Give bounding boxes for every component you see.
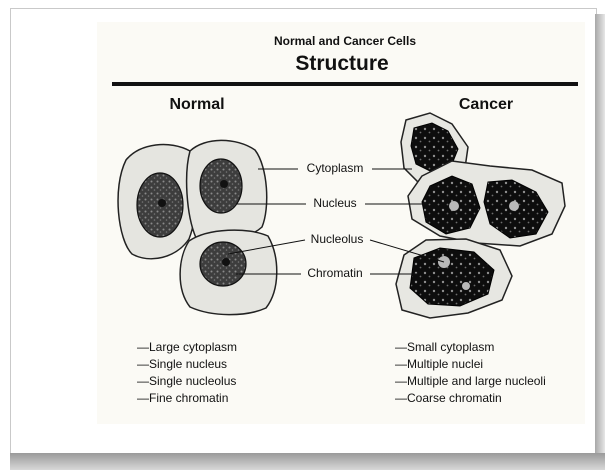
normal-cell: [118, 145, 197, 259]
nucleolus: [462, 282, 470, 290]
nucleolus: [222, 258, 230, 266]
list-item: Fine chromatin: [137, 390, 237, 407]
nucleolus: [220, 180, 228, 188]
normal-feature-list: Large cytoplasm Single nucleus Single nu…: [137, 339, 237, 407]
nucleolus: [509, 201, 519, 211]
normal-cell: [187, 140, 267, 239]
cancer-cell: [408, 161, 565, 246]
normal-cells: [118, 140, 277, 314]
nucleolus: [158, 199, 166, 207]
list-item: Large cytoplasm: [137, 339, 237, 356]
label-nucleus: Nucleus: [311, 196, 358, 210]
cancer-cells: [396, 113, 565, 318]
list-item: Small cytoplasm: [395, 339, 546, 356]
list-item: Single nucleus: [137, 356, 237, 373]
list-item: Multiple nuclei: [395, 356, 546, 373]
nucleolus: [449, 201, 459, 211]
normal-cell: [180, 230, 277, 315]
list-item: Multiple and large nucleoli: [395, 373, 546, 390]
list-item: Coarse chromatin: [395, 390, 546, 407]
label-cytoplasm: Cytoplasm: [305, 161, 366, 175]
cancer-cell: [396, 239, 512, 318]
list-item: Single nucleolus: [137, 373, 237, 390]
label-chromatin: Chromatin: [305, 266, 364, 280]
label-nucleolus: Nucleolus: [309, 232, 366, 246]
cancer-feature-list: Small cytoplasm Multiple nuclei Multiple…: [395, 339, 546, 407]
